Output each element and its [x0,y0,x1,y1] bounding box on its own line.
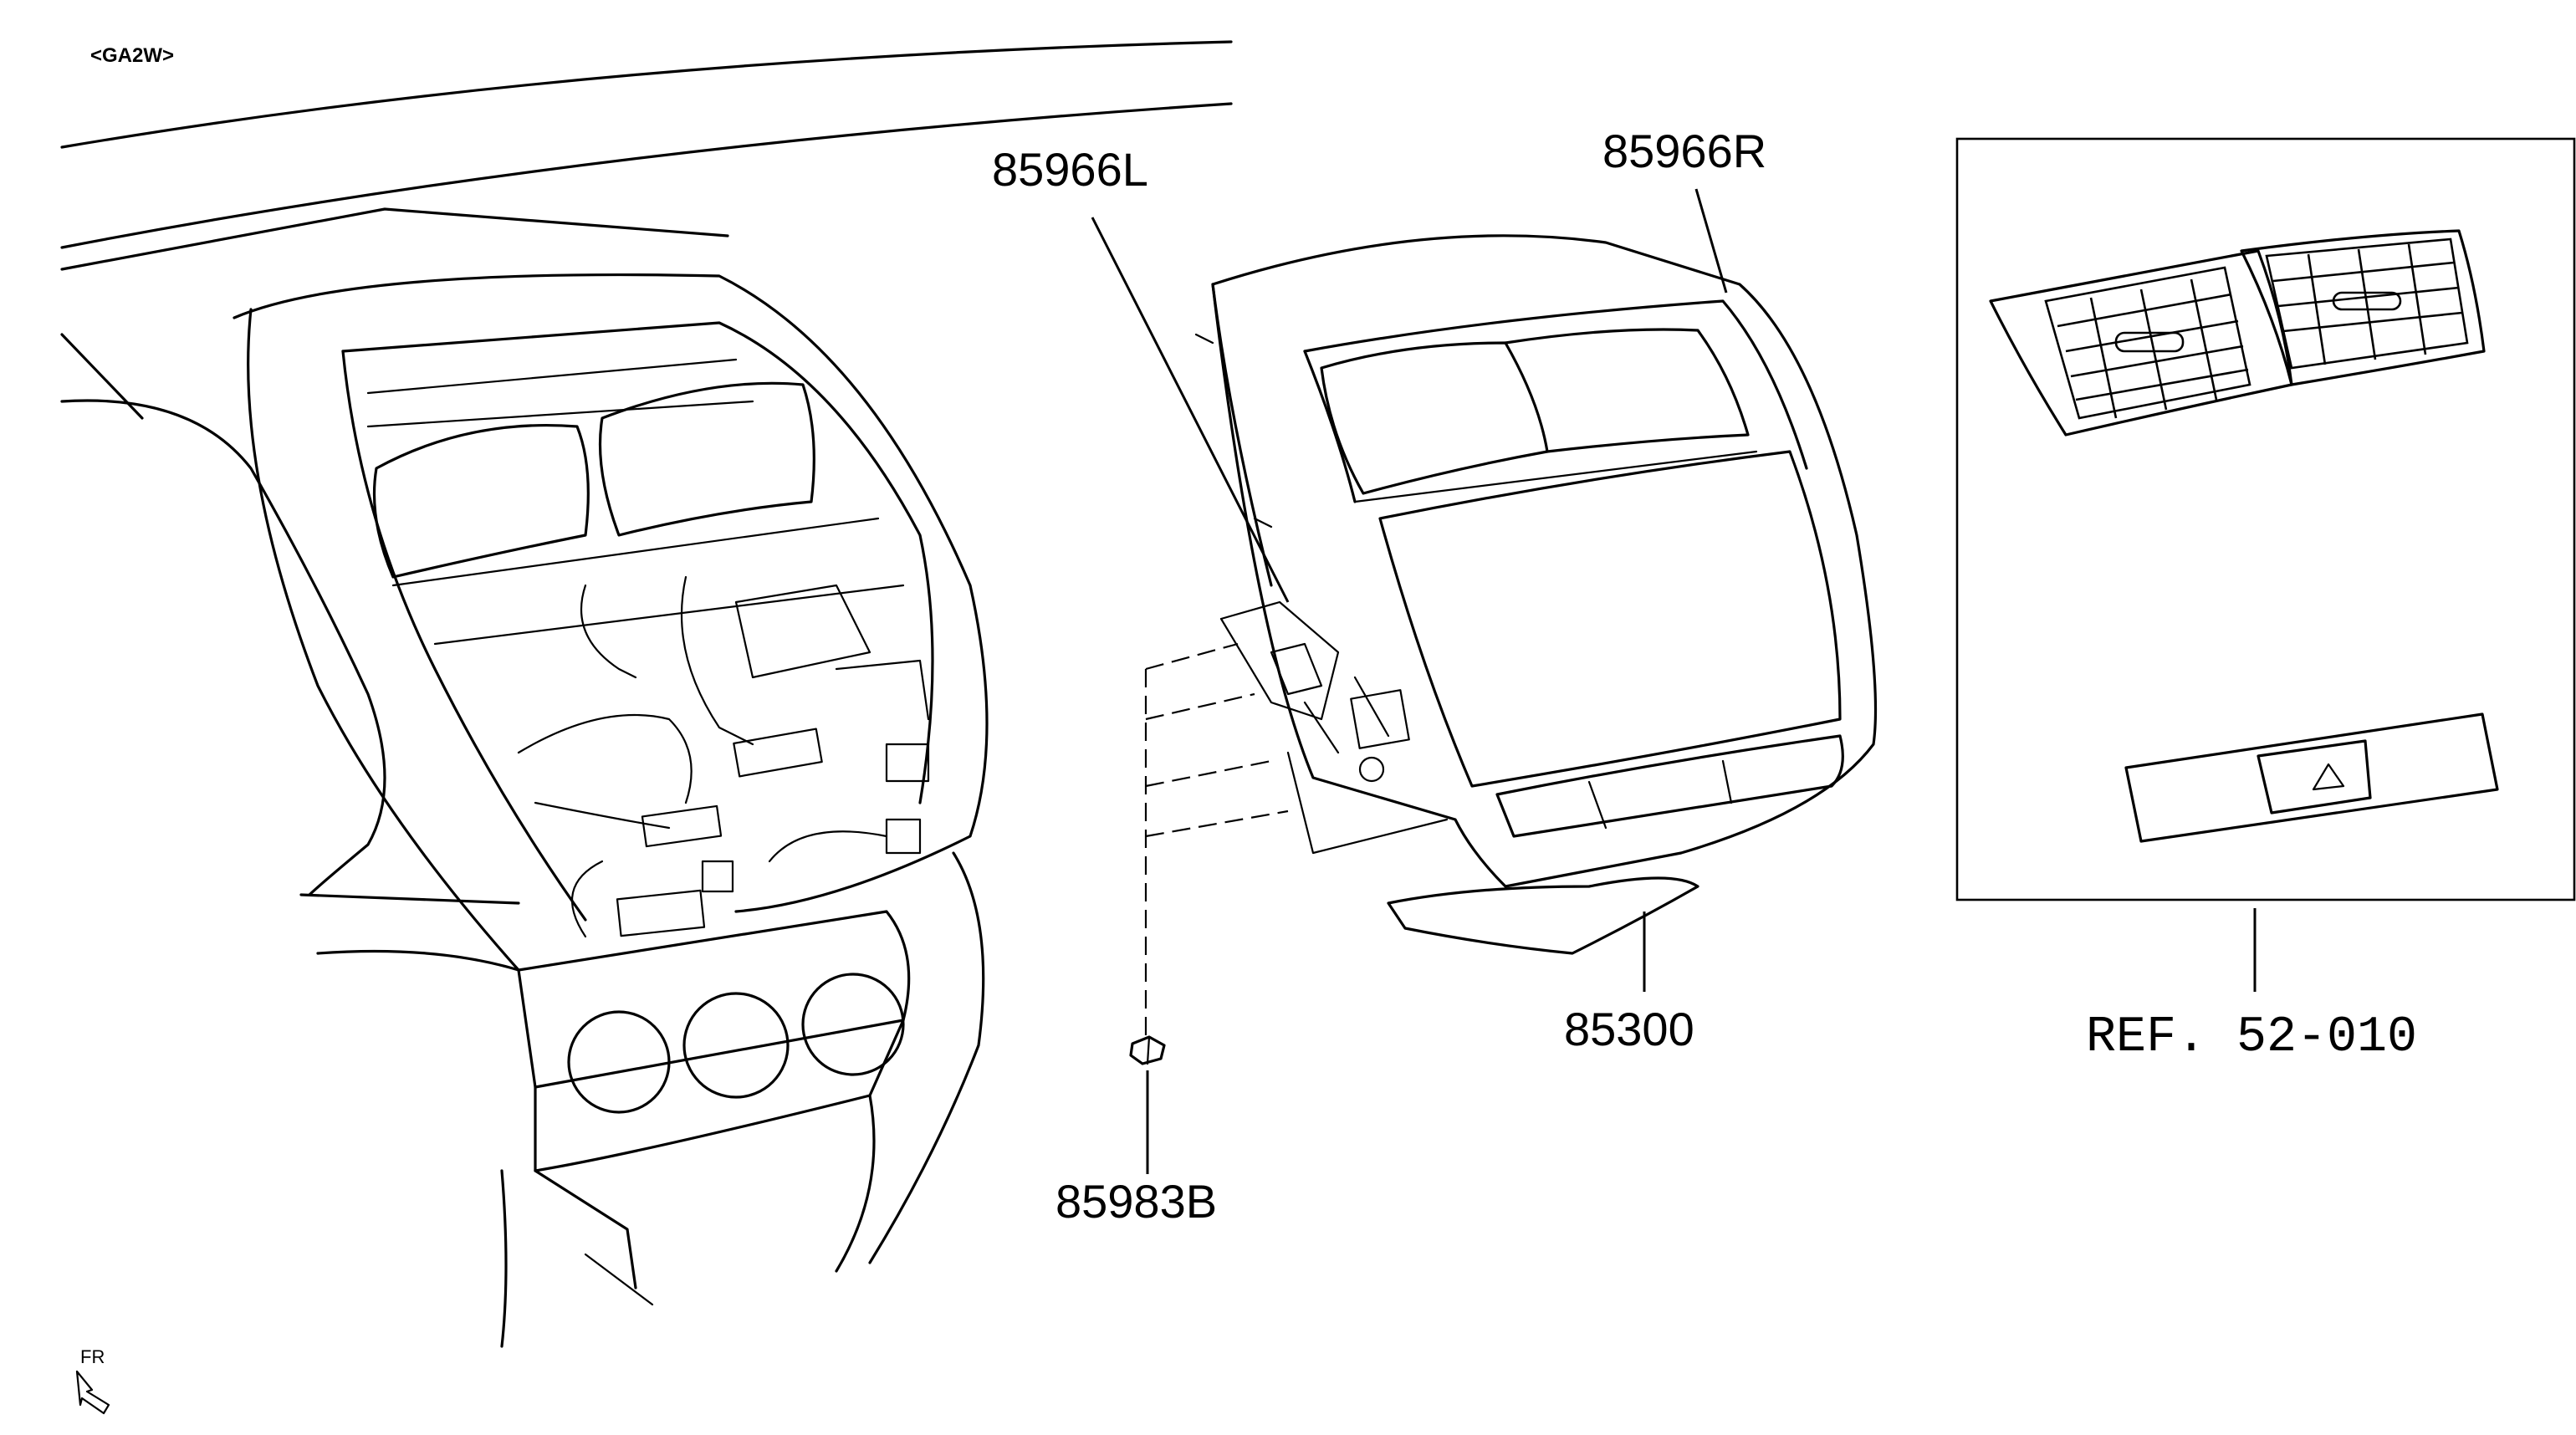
callout-85983B: 85983B [1055,1175,1217,1228]
audio-bezel-illustration [1194,234,1878,955]
variant-label: <GA2W> [90,44,174,67]
reference-label: REF. 52-010 [2086,1009,2417,1066]
dashboard-illustration [60,40,1233,1348]
arrow-icon [75,1370,110,1415]
reference-box [1955,137,2576,901]
callout-85966L: 85966L [992,143,1148,196]
front-indicator-label: FR [80,1346,105,1367]
clip-part [1129,1035,1166,1065]
leader-lines [1091,188,2257,1174]
front-direction-indicator: FR [75,1346,110,1415]
callout-85300: 85300 [1564,1003,1694,1055]
assembly-lines [1144,642,1289,1037]
callout-85966R: 85966R [1602,125,1766,177]
